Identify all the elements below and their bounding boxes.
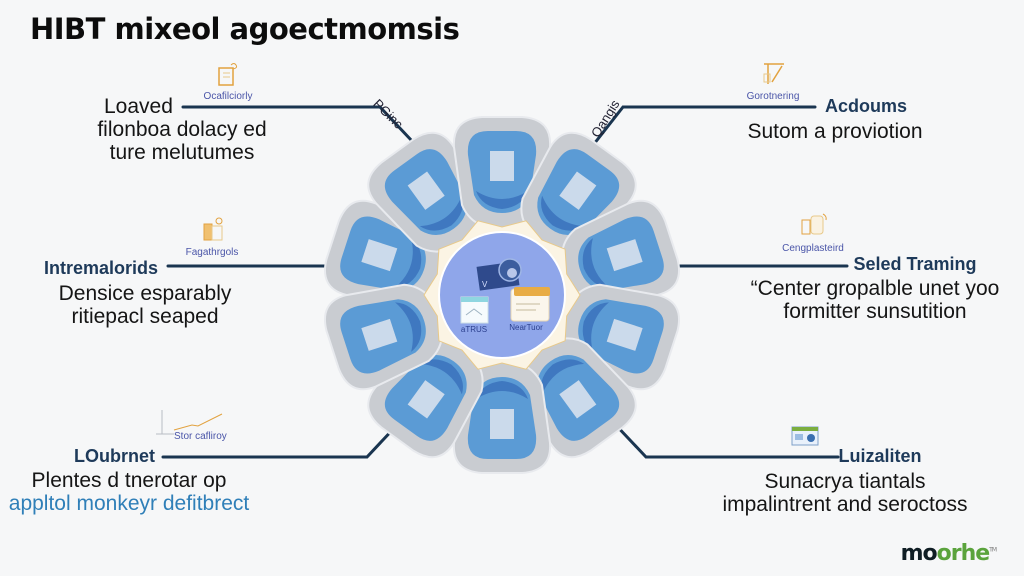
petal-shade [395,302,422,352]
block-heading-top-left: Loaved [104,95,173,118]
petal-shade [541,359,585,395]
line-chart-icon [156,410,223,435]
petal-shade [419,195,463,231]
petal-document-icon [606,239,643,272]
svg-text:V: V [482,280,488,289]
center-hub: V aTRUS NearTuor [423,220,581,370]
icon-group-mid-right: Cengplasteird [778,210,848,254]
petal-shade [395,238,422,288]
petal-module [324,283,444,391]
block-line-2: appltol monkeyr defitbrect [8,492,250,515]
petal-document-icon [559,171,597,210]
petal-shade [582,302,609,352]
petal-document-icon [490,409,514,439]
petal-document-icon [361,239,398,272]
block-line-1: “Center gropalble unet yoo [750,277,1000,300]
center-caption-folder: NearTuor [509,323,543,332]
petal-shade [476,381,528,399]
icon-group-bottom-left: Stor cafliroy [152,408,242,442]
petal-document-icon [407,171,445,210]
icon-group-top-left: Ocafilciorly [196,62,260,102]
petal-document-icon [361,318,398,351]
icon-caption-mid-left: Fagathrgols [185,247,239,258]
block-line-2: impalintrent and seroctoss [722,493,968,516]
icon-caption-top-left: Ocafilciorly [203,91,253,102]
petal-module [520,337,637,459]
icon-caption-top-right: Gorotnering [746,91,800,102]
block-line-1: filonboa dolacy ed [97,118,267,141]
block-heading-bottom-right: Luizaliten [838,446,922,466]
icon-group-mid-left: Fagathrgols [180,216,244,258]
petal-shade [582,238,609,288]
cabinet-icon [801,213,827,235]
diagram-title: HIBT mixeol agoectmomsis [30,12,460,46]
logo-part-1: mo [900,541,938,566]
connector-bottom-right [610,419,840,459]
petal-shade [541,195,585,231]
logo-trademark: TM [989,546,997,554]
id-card-icon: V [476,258,522,291]
icon-caption-mid-right: Cengplasteird [782,243,844,254]
block-line-2: formitter sunsutition [783,300,967,323]
clipboard-gift-icon [218,63,238,86]
block-heading-mid-right: Seled Traming [853,254,977,274]
browser-window-icon [791,426,819,446]
block-line-1: Densice esparably [58,282,232,305]
block-line-1: Sunacrya tiantals [764,470,926,493]
document-gift-icon [203,217,223,241]
block-heading-mid-left: Intremalorids [44,258,159,278]
center-caption-notepad: aTRUS [461,325,487,334]
petal-shade [419,359,463,395]
notepad-icon [460,296,489,324]
block-heading-bottom-left: LOubrnet [74,446,155,466]
icon-caption-bottom-left: Stor cafliroy [174,431,227,442]
block-line-1: Sutom a proviotion [747,120,923,143]
block-line-2: ture melutumes [109,141,255,164]
block-mid-right: Seled Traming “Center gropalble unet yoo… [740,254,1010,323]
petal-document-icon [490,151,514,181]
icon-group-bottom-right [790,425,820,452]
block-heading-top-right: Acdoums [824,96,907,116]
petal-document-icon [559,380,597,419]
petal-document-icon [407,380,445,419]
icon-group-top-right: Gorotnering [738,60,808,102]
block-mid-left: Intremalorids Densice esparably ritiepac… [40,258,250,328]
petal-document-icon [606,318,643,351]
brand-logo: moorheTM [900,541,997,566]
petal-shade [476,191,528,209]
block-bottom-left: LOubrnet Plentes d tnerotar op appltol m… [4,446,254,515]
connector-top-right [581,105,817,160]
drafting-table-icon [763,63,784,84]
block-line-2: ritiepacl seaped [71,305,219,328]
connector-bottom-left [161,423,399,459]
block-top-left: Loaved filonboa dolacy ed ture melutumes [72,95,292,164]
block-line-1: Plentes d tnerotar op [31,469,227,492]
block-top-right: Acdoums Sutom a proviotion [730,96,940,143]
logo-part-2: orhe [936,541,991,566]
folder-icon [510,287,550,322]
block-bottom-right: Luizaliten Sunacrya tiantals impalintren… [700,446,990,516]
